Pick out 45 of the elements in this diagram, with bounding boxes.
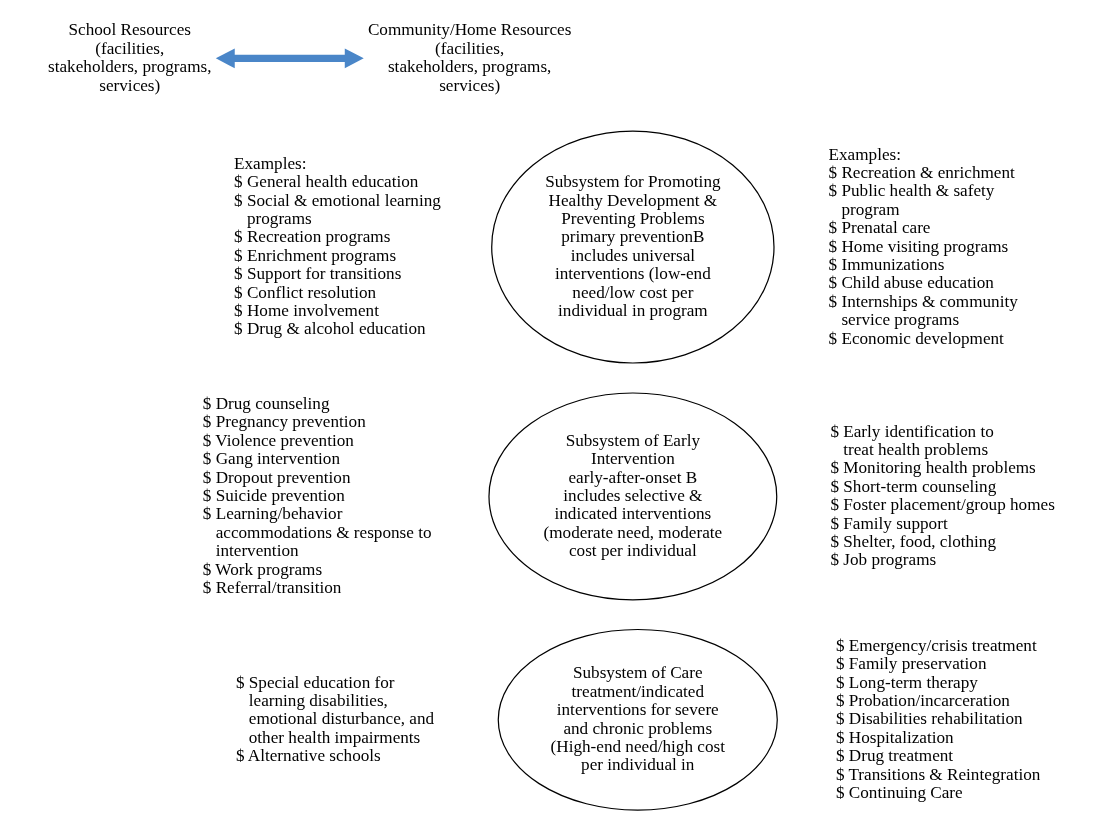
label: $ Job programs — [830, 550, 937, 570]
node-text: School Resources (facilities, stakeholders, programs, services) — [48, 20, 212, 95]
label: $ Foster placement/group homes — [830, 495, 1055, 515]
label: $ Emergency/crisis treatment — [835, 635, 1037, 655]
label: $ Drug treatment — [835, 746, 954, 766]
label: $ Public health & safety program — [828, 181, 995, 219]
label: $ Long-term therapy — [835, 672, 978, 692]
label: $ Prenatal care — [828, 218, 931, 238]
label: $ Transitions & Reintegration — [835, 764, 1041, 784]
node-ellipse: Subsystem for Promoting Healthy Development & Preventing Problems primary preventionB includes universal interventions (low-end need/low cost per individual in program — [491, 130, 775, 364]
label: $ Drug counseling — [202, 393, 330, 413]
label: $ Gang intervention — [202, 449, 340, 469]
arrow — [215, 48, 364, 69]
label: $ Special education for learning disabilities, emotional disturbance, and other health impairments — [235, 672, 435, 747]
label: $ Alternative schools — [235, 746, 381, 766]
label: $ Hospitalization — [835, 727, 954, 747]
label: $ Child abuse education — [828, 273, 994, 293]
label: $ Enrichment programs — [234, 245, 397, 265]
label: $ Early identification to treat health problems — [830, 421, 994, 459]
label: $ Drug & alcohol education — [234, 319, 426, 339]
label: $ Learning/behavior accommodations & response to intervention — [202, 504, 432, 561]
label: $ Recreation programs — [234, 227, 391, 247]
label: $ Continuing Care — [835, 782, 963, 802]
label: $ Monitoring health problems — [830, 458, 1036, 478]
label: $ Home visiting programs — [828, 236, 1009, 256]
node-text: Community/Home Resources (facilities, stakeholders, programs, services) — [367, 20, 572, 95]
label: $ Economic development — [828, 328, 1004, 348]
label: $ Family preservation — [835, 654, 987, 674]
label: $ Disabilities rehabilitation — [835, 709, 1023, 729]
label: $ Short-term counseling — [830, 476, 997, 496]
label: $ Support for transitions — [234, 264, 402, 284]
label: $ Pregnancy prevention — [202, 412, 366, 432]
node-ellipse: Subsystem of Care treatment/indicated interventions for severe and chronic problems (High-end need/high cost per individual in — [497, 628, 778, 811]
label: $ Internships & community service programs — [828, 291, 1018, 330]
label: Examples: — [828, 144, 901, 164]
label: $ Violence prevention — [202, 430, 354, 450]
label: $ Home involvement — [234, 300, 379, 320]
label: $ Social & emotional learning programs — [234, 190, 441, 228]
label: $ Dropout prevention — [202, 467, 351, 487]
node-ellipse: Subsystem of Early Intervention early-after-onset B includes selective & indicated interventions (moderate need, moderate cost per individual — [488, 392, 778, 601]
label: Examples: — [234, 153, 307, 173]
label: $ General health education — [234, 172, 419, 192]
label: $ Work programs — [202, 559, 323, 579]
label: $ Conflict resolution — [234, 282, 377, 302]
label: $ Family support — [830, 513, 948, 533]
